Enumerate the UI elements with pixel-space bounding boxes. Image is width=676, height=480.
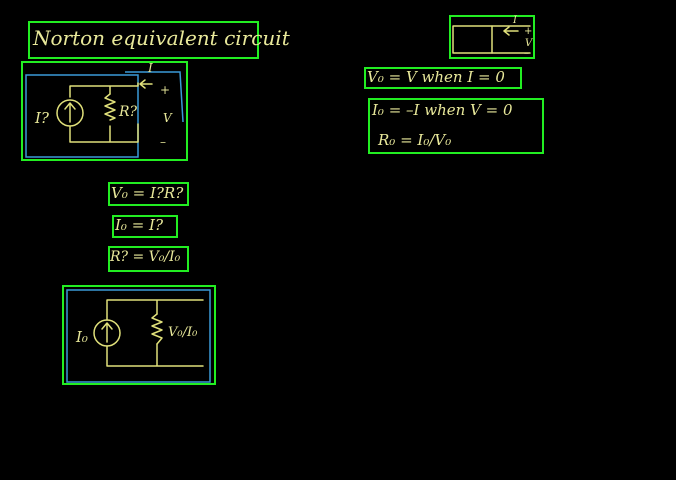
minus-3-label: – [524, 48, 529, 59]
circuit-1-highlight [21, 61, 188, 161]
eq1-text: V₀ = I?R? [111, 184, 184, 202]
terminal-arrow-3-icon [503, 26, 519, 36]
eq1-highlight [108, 182, 189, 206]
circuit-1-wires [69, 82, 139, 143]
plus-3-label: + [524, 26, 532, 37]
isc-text: I₀ = –I when V = 0 [372, 101, 513, 119]
black-box-highlight [449, 15, 535, 59]
voltage-3-label: V [525, 38, 534, 49]
eq2-text: I₀ = I? [115, 216, 164, 234]
resistor-2-label: V₀/I₀ [168, 325, 198, 340]
voc-highlight [364, 67, 522, 89]
black-box-outline [452, 25, 493, 54]
current-arrow-2-icon [101, 322, 113, 343]
isc-ro-highlight [368, 98, 544, 154]
voltage-1-label: V [163, 111, 173, 125]
resistor-1-label: R? [118, 104, 138, 120]
eq3-highlight [108, 246, 189, 272]
circuit-2-highlight [62, 285, 216, 385]
circuit-1-frame-side [125, 71, 184, 123]
eq3-text: R? = V₀/I₀ [110, 249, 181, 265]
title-highlight [28, 21, 259, 59]
terminal-arrow-1-icon [139, 79, 153, 89]
terminal-current-1-label: I [147, 61, 153, 75]
minus-1-label: – [160, 135, 166, 149]
ro-text: R₀ = I₀/V₀ [378, 131, 452, 149]
resistor-1-icon [104, 93, 116, 121]
source-1-label: I? [34, 109, 50, 127]
title-text: Norton equivalent circuit [33, 26, 290, 50]
source-2-label: I₀ [75, 328, 88, 346]
current-source-2-icon [93, 319, 121, 347]
circuit-1-frame [25, 74, 139, 158]
circuit-2-frame [66, 289, 211, 383]
plus-1-label: + [160, 83, 170, 97]
eq2-highlight [112, 215, 178, 238]
terminal-current-3-label: I [512, 15, 518, 26]
resistor-2-icon [151, 313, 163, 345]
circuit-2-wires [106, 299, 204, 367]
voc-text: V₀ = V when I = 0 [367, 68, 505, 86]
black-box-terminals [491, 25, 531, 54]
current-source-1-icon [56, 99, 84, 127]
current-arrow-1-icon [64, 102, 76, 123]
